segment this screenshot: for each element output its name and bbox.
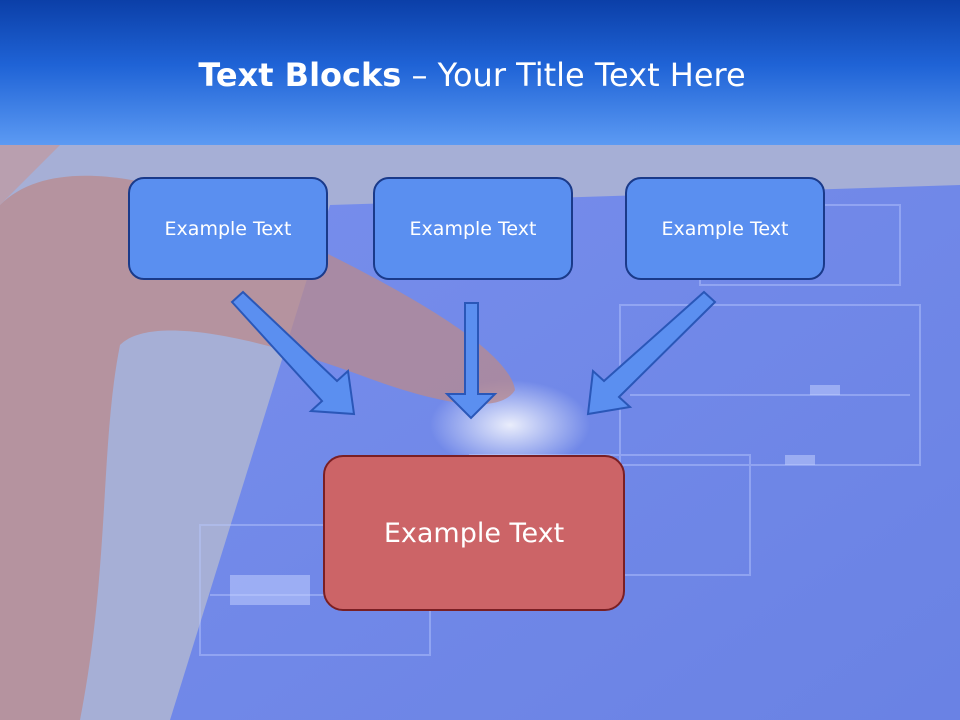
title-bar [0,0,960,145]
result-block[interactable]: Example Text [323,455,625,611]
text-block-3-label: Example Text [661,217,789,240]
title-bold: Text Blocks [198,56,402,94]
slide-title: Text Blocks – Your Title Text Here [0,56,944,94]
title-rest: – Your Title Text Here [401,56,746,94]
text-block-2[interactable]: Example Text [373,177,573,280]
text-block-2-label: Example Text [409,217,537,240]
arrow-right [586,290,717,416]
text-block-1[interactable]: Example Text [128,177,328,280]
text-block-1-label: Example Text [164,217,292,240]
arrow-center [444,302,498,420]
arrow-left [230,290,356,416]
text-block-3[interactable]: Example Text [625,177,825,280]
result-block-label: Example Text [383,517,565,549]
